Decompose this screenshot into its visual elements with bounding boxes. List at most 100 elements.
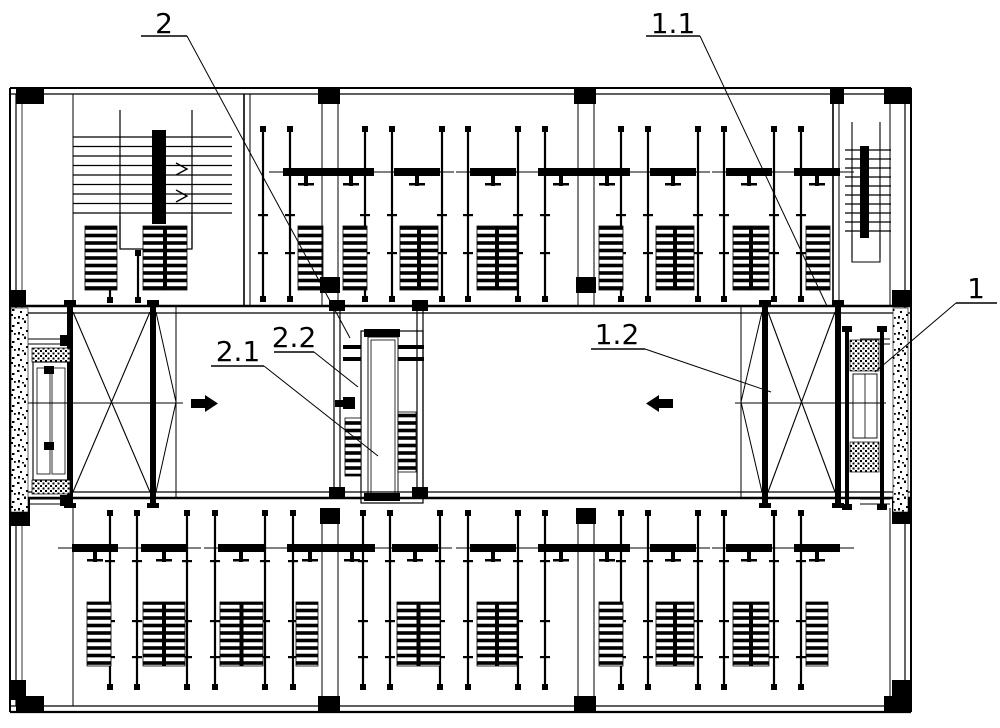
feed-line-cap <box>134 684 140 690</box>
feed-line-tick <box>288 620 298 623</box>
feed-line-tick <box>643 620 653 623</box>
feed-line-tick <box>260 560 270 563</box>
flow-arrow-left <box>646 395 673 412</box>
feed-line-tick <box>769 560 779 563</box>
feeder-hopper-bar <box>538 544 584 552</box>
half-x-diagonal <box>155 401 177 493</box>
feed-line-cap <box>387 510 393 516</box>
feed-line-tick <box>132 620 142 623</box>
x-brace-diagonal <box>72 311 151 493</box>
feeder-hopper-stem <box>239 552 243 562</box>
feed-line-cap <box>360 684 366 690</box>
feed-line-cap <box>798 510 804 516</box>
callout-1-2-text: 1.2 <box>595 318 640 351</box>
feed-line-tick <box>463 560 473 563</box>
feeder-hopper-stem <box>747 552 751 562</box>
feed-line-tick <box>513 560 523 563</box>
callout-2-leader <box>186 35 351 339</box>
feeder-hopper-stem <box>747 176 751 186</box>
fan-cap-hatch <box>31 347 71 363</box>
trough-divider <box>495 226 499 290</box>
feed-line-tick <box>288 560 298 563</box>
callout-1-text: 1 <box>967 272 985 305</box>
feeder-hopper-foot <box>302 559 318 562</box>
feed-line-cap <box>184 684 190 690</box>
feed-line-tick <box>693 214 703 217</box>
trough-hatch-block <box>295 601 319 667</box>
feed-line-cap <box>135 250 141 256</box>
fan-hub <box>44 366 54 374</box>
feed-line-tick <box>693 620 703 623</box>
feed-line-tick <box>463 252 473 255</box>
feeder-hopper-foot <box>409 183 425 186</box>
feed-line-cap <box>771 126 777 132</box>
feeder-hopper-bar <box>287 544 333 552</box>
feed-line-cap <box>645 296 651 302</box>
feed-line-cap <box>439 126 445 132</box>
feed-line-cap <box>645 510 651 516</box>
feed-line-tick <box>540 560 550 563</box>
feeder-hopper-bar <box>394 168 440 176</box>
feeder-hopper-bar <box>470 168 516 176</box>
feed-line-tick <box>540 656 550 659</box>
partition-cap <box>576 277 596 293</box>
feed-line-cap <box>771 296 777 302</box>
feed-line-cap <box>262 684 268 690</box>
callout-1-leader <box>874 302 957 373</box>
feed-line-tick <box>513 620 523 623</box>
feeder-hopper-bar <box>726 544 772 552</box>
feed-line-tick <box>105 560 115 563</box>
lower-hall-pens <box>58 508 854 712</box>
callout-2-2-leader <box>313 351 359 388</box>
upper-hall-pens <box>84 88 854 306</box>
partition-cap <box>576 696 596 712</box>
feed-line-cap <box>542 126 548 132</box>
callout-2-1-text: 2.1 <box>216 335 261 368</box>
feed-line-tick <box>513 252 523 255</box>
flow-arrow-right <box>191 395 218 412</box>
feed-line-tick <box>132 560 142 563</box>
trough-hatch-block <box>342 225 368 291</box>
feed-line-cap <box>542 684 548 690</box>
feed-line-tick <box>258 252 268 255</box>
feeder-hopper-bar <box>650 168 696 176</box>
feed-line-tick <box>463 656 473 659</box>
half-x-diagonal <box>155 311 177 403</box>
feed-line-cap <box>360 510 366 516</box>
feed-line-cap <box>515 684 521 690</box>
feed-line-tick <box>719 656 729 659</box>
callout-1-1-leader <box>699 35 828 307</box>
trough-divider <box>416 602 421 666</box>
partition-cap <box>320 508 340 524</box>
feed-line-tick <box>437 252 447 255</box>
feed-line-cap <box>287 296 293 302</box>
feed-line-tick <box>540 620 550 623</box>
feed-line-tick <box>513 656 523 659</box>
trough-hatch-block <box>84 225 118 291</box>
hoist-stub <box>343 357 361 361</box>
trough-hatch-block <box>598 601 624 667</box>
feed-line-tick <box>540 252 550 255</box>
feed-line-cap <box>645 684 651 690</box>
feed-line-cap <box>107 510 113 516</box>
feeder-hopper-foot <box>809 559 825 562</box>
wall-column-block <box>16 88 44 104</box>
callout-2-1-leader <box>263 365 379 457</box>
trough-divider <box>162 602 166 666</box>
feed-line-cap <box>212 684 218 690</box>
trough-divider <box>749 602 753 666</box>
feeder-hopper-bar <box>392 544 438 552</box>
feed-line-tick <box>643 214 653 217</box>
feed-line-cap <box>721 126 727 132</box>
feed-line-tick <box>288 656 298 659</box>
feed-line-cap <box>212 510 218 516</box>
feed-line-cap <box>515 126 521 132</box>
feeder-hopper-foot <box>485 559 501 562</box>
feeder-hopper-bar <box>794 544 840 552</box>
feed-line-cap <box>695 126 701 132</box>
feeder-hopper-stem <box>815 176 819 186</box>
fan-hub <box>44 442 54 450</box>
callout-1: 1 <box>874 272 997 373</box>
